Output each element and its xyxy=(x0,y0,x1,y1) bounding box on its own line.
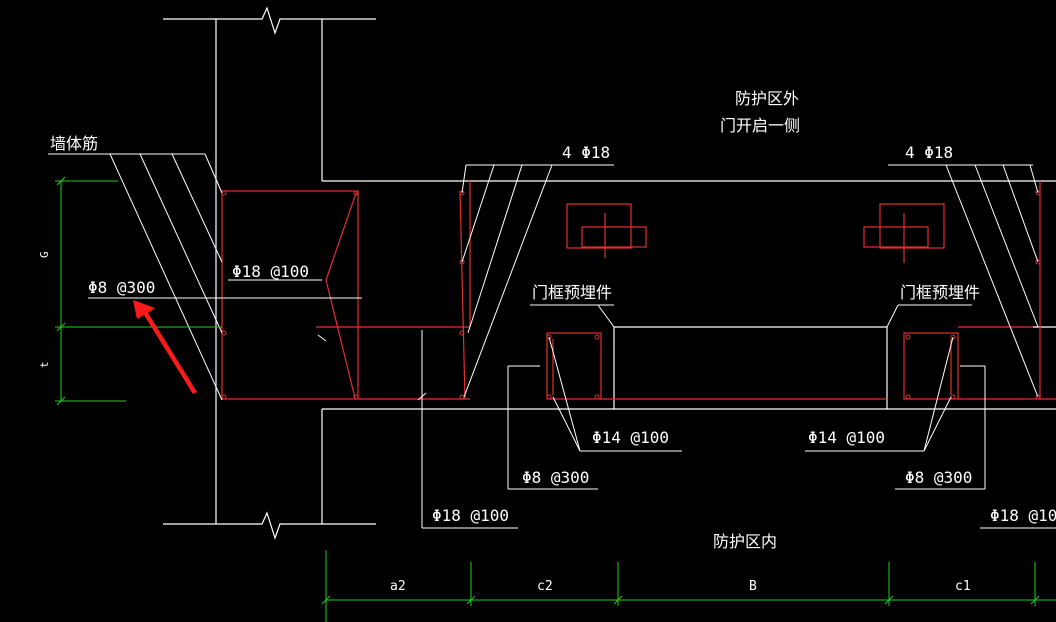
dim-a2: a2 xyxy=(390,579,406,594)
wall-column xyxy=(163,6,1056,540)
label-outside-area: 防护区外 xyxy=(735,89,799,108)
label-wall-rebar: 墙体筋 xyxy=(50,134,98,153)
label-4phi18-right: 4 Φ18 xyxy=(905,143,953,162)
label-phi8-300-left: Φ8 @300 xyxy=(88,278,155,297)
label-door-frame-left: 门框预埋件 xyxy=(532,283,612,302)
label-phi18-100-top: Φ18 @100 xyxy=(232,262,309,281)
dim-c1: c1 xyxy=(955,579,971,594)
dim-b: B xyxy=(749,579,757,594)
label-phi18-100-bottom: Φ18 @100 xyxy=(432,506,509,525)
red-arrow-icon xyxy=(133,300,197,394)
label-phi18-100-bottom-right: Φ18 @100 xyxy=(990,506,1056,525)
dim-c2: c2 xyxy=(537,579,553,594)
dim-t: t xyxy=(38,361,51,368)
label-phi8-300-mid: Φ8 @300 xyxy=(522,468,589,487)
label-phi8-300-right: Φ8 @300 xyxy=(905,468,972,487)
rebar-red xyxy=(221,181,1056,400)
label-door-open-side: 门开启一侧 xyxy=(720,116,800,135)
label-door-frame-right: 门框预埋件 xyxy=(900,283,980,302)
dim-g: G xyxy=(38,251,51,258)
leader-lines xyxy=(48,153,1056,529)
dimension-lines xyxy=(55,176,1056,622)
slab-outlines xyxy=(613,326,1056,409)
label-inside-area: 防护区内 xyxy=(713,532,777,551)
label-4phi18-left: 4 Φ18 xyxy=(562,143,610,162)
label-phi14-100-right: Φ14 @100 xyxy=(808,428,885,447)
label-phi14-100-left: Φ14 @100 xyxy=(592,428,669,447)
